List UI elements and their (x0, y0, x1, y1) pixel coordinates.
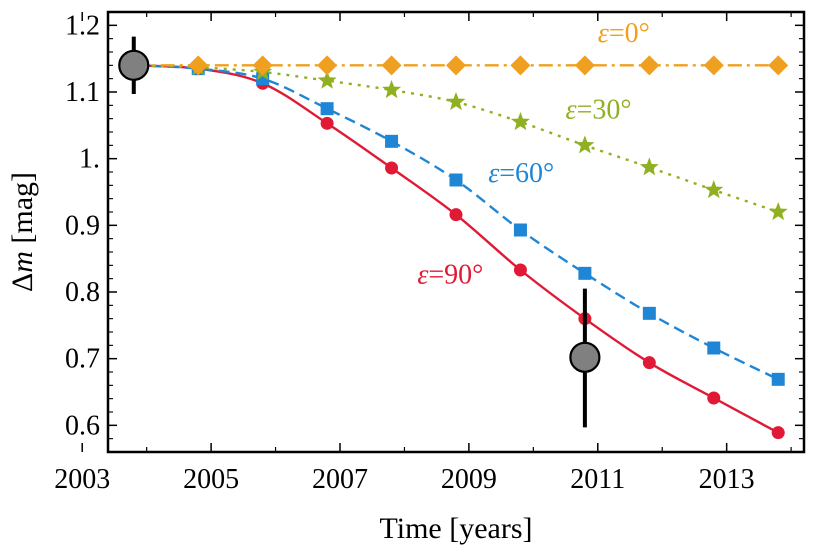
x-tick-label: 2009 (441, 464, 497, 495)
data-point-circle (385, 161, 399, 175)
data-point-diamond (768, 55, 789, 76)
data-point-diamond (252, 55, 273, 76)
data-point-diamond (188, 55, 209, 76)
series-line (133, 64, 779, 381)
series-0 (123, 55, 789, 76)
y-axis-title-unit: [mag] (6, 172, 39, 251)
y-tick-label: 0.8 (65, 277, 100, 308)
data-point-star (510, 112, 530, 131)
x-tick-label: 2013 (699, 464, 755, 495)
x-tick-label: 2011 (570, 464, 625, 495)
observation-point (118, 49, 150, 81)
series-label-group: ε=90°ε=60°ε=30°ε=0° (417, 18, 649, 290)
series-label-2: ε=60° (488, 158, 554, 189)
data-point-square (385, 134, 399, 148)
data-point-star (575, 135, 595, 154)
x-axis-title: Time [years] (379, 512, 532, 545)
x-tick-label: 2007 (312, 464, 368, 495)
y-tick-label: 0.6 (65, 410, 100, 441)
series-label-0: ε=0° (598, 18, 650, 49)
series-label-symbol: ε (566, 95, 577, 126)
data-point-star (446, 92, 466, 111)
data-point-circle (513, 263, 527, 277)
data-point-circle (449, 208, 463, 222)
series-line (133, 64, 779, 434)
series-3 (127, 58, 785, 440)
series-label-symbol: ε (598, 18, 609, 49)
y-axis-title-symbol: Δ (6, 273, 39, 292)
observation-0 (118, 36, 150, 94)
series-label-value: =0° (609, 18, 650, 49)
series-2 (127, 58, 785, 386)
series-1 (124, 55, 788, 221)
y-tick-label: 1.1 (65, 77, 100, 108)
data-point-square (578, 266, 592, 280)
data-point-square (642, 306, 656, 320)
x-tick-label: 2003 (54, 464, 110, 495)
tick-group: 2003 2005 2007 2009 2011 2013 0.6 0.7 0.8 0.9 1. 1.… (54, 10, 804, 495)
data-point-square (449, 173, 463, 187)
data-point-diamond (510, 55, 531, 76)
series-label-value: =90° (428, 259, 483, 290)
series-label-symbol: ε (417, 259, 428, 290)
data-point-circle (707, 391, 721, 405)
series-label-value: =60° (499, 158, 554, 189)
data-point-square (513, 223, 527, 237)
data-point-diamond (381, 55, 402, 76)
data-point-diamond (703, 55, 724, 76)
data-point-circle (320, 116, 334, 130)
data-point-star (317, 70, 337, 89)
series-line (133, 64, 779, 214)
data-point-star (639, 157, 659, 176)
series-label-symbol: ε (488, 158, 499, 189)
data-point-square (320, 102, 334, 116)
y-tick-label: 1.2 (65, 10, 100, 41)
data-point-square (707, 341, 721, 355)
data-point-square (771, 372, 785, 386)
data-point-circle (642, 356, 656, 370)
data-point-diamond (317, 55, 338, 76)
y-tick-label: 0.7 (65, 344, 100, 375)
plot-frame (106, 10, 806, 454)
series-label-1: ε=30° (566, 95, 632, 126)
series-group (123, 55, 789, 440)
observation-point (569, 341, 601, 373)
data-point-diamond (446, 55, 466, 76)
data-point-star (382, 80, 402, 99)
x-tick-label: 2005 (183, 464, 239, 495)
data-point-star (704, 180, 724, 199)
series-label-value: =30° (577, 95, 632, 126)
series-label-3: ε=90° (417, 259, 483, 290)
y-axis-title: Δm [mag] (6, 172, 39, 292)
data-point-diamond (639, 55, 660, 76)
y-axis-title-variable: m (6, 251, 39, 273)
observation-1 (569, 288, 601, 428)
observation-group (118, 36, 601, 428)
data-point-diamond (574, 55, 595, 76)
data-point-circle (771, 426, 785, 440)
y-tick-label: 1. (79, 144, 100, 175)
data-point-star (768, 202, 788, 221)
y-tick-label: 0.9 (65, 210, 100, 241)
